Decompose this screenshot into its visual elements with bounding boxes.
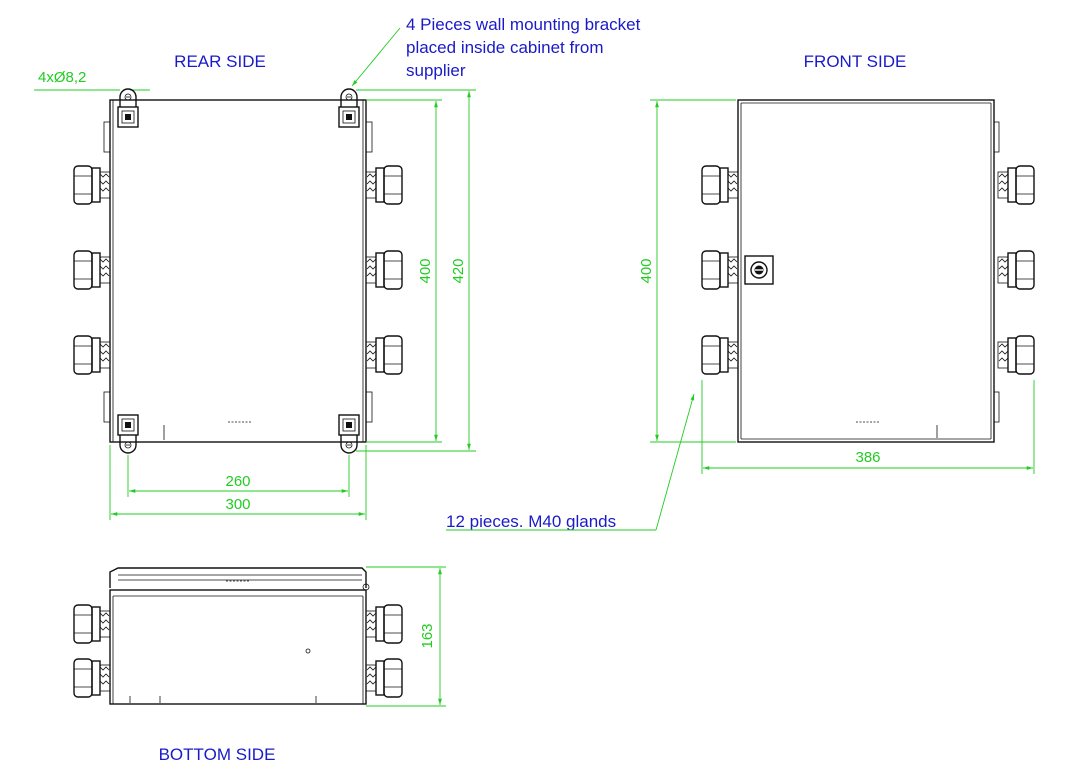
bottom-gland	[366, 605, 402, 643]
dim-text: 386	[855, 449, 880, 466]
rear-gland	[73, 165, 111, 205]
rear-gland	[366, 336, 402, 374]
rear-gland	[366, 166, 402, 204]
bottom-gland	[73, 604, 111, 644]
front-gland	[701, 165, 739, 205]
dim-text: 420	[450, 258, 467, 283]
dimension-bottom-height-163: 163	[366, 566, 446, 707]
dimension-rear-height-420: 420	[356, 89, 476, 452]
front-gland	[701, 335, 739, 375]
glands-leader	[446, 393, 695, 531]
bracket-leader	[351, 27, 401, 87]
rear-mounting-bracket-top-left	[117, 88, 139, 128]
bracket-note-line1: 4 Pieces wall mounting bracket	[406, 15, 641, 34]
front-view	[701, 99, 1034, 443]
rear-cabinet-body	[109, 99, 367, 443]
rear-gland	[366, 251, 402, 289]
rear-mounting-bracket-bottom-right	[338, 414, 360, 454]
front-gland	[998, 251, 1034, 289]
bracket-note-line2: placed inside cabinet from	[406, 38, 604, 57]
rear-gland	[73, 335, 111, 375]
dimension-front-height-400: 400	[638, 99, 736, 443]
front-gland	[701, 250, 739, 290]
dimension-front-width-386: 386	[701, 380, 1035, 474]
bottom-side-title: BOTTOM SIDE	[159, 745, 276, 764]
bottom-view	[73, 567, 402, 705]
dimension-rear-width-260: 260	[127, 455, 350, 497]
front-gland	[998, 166, 1034, 204]
rear-gland	[73, 250, 111, 290]
dimension-rear-width-300: 300	[109, 445, 367, 520]
bottom-gland	[366, 659, 402, 697]
bottom-door-edge	[109, 567, 367, 588]
rear-mounting-bracket-bottom-left	[117, 414, 139, 454]
front-cabinet-body	[737, 99, 995, 443]
door-lock-icon	[744, 255, 774, 285]
front-side-title: FRONT SIDE	[804, 52, 907, 71]
dim-text: 400	[638, 258, 655, 283]
bracket-note-line3: supplier	[406, 61, 466, 80]
glands-note: 12 pieces. M40 glands	[446, 512, 616, 531]
rear-side-title: REAR SIDE	[174, 52, 266, 71]
dim-text: 400	[417, 258, 434, 283]
rear-view	[73, 88, 402, 454]
dim-text: 300	[225, 496, 250, 513]
bottom-gland	[73, 658, 111, 698]
hole-note: 4xØ8,2	[38, 69, 86, 86]
bottom-cabinet-body	[109, 589, 367, 705]
dim-text: 163	[419, 623, 436, 648]
front-gland	[998, 336, 1034, 374]
rear-mounting-bracket-top-right	[338, 88, 360, 128]
dim-text: 260	[225, 473, 250, 490]
dimension-rear-height-400: 400	[366, 99, 442, 443]
